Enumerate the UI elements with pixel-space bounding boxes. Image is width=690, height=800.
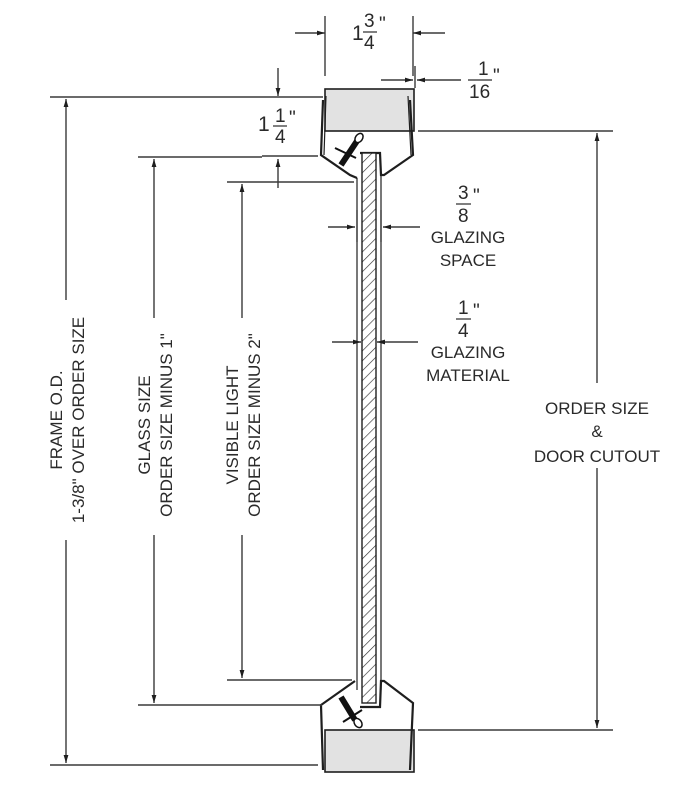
dim-glazing-material: 1 4 " GLAZING MATERIAL [332, 298, 510, 385]
top-width-num: 3 [364, 11, 375, 32]
order-size-line2: & [591, 422, 603, 441]
glazing-material [361, 152, 377, 704]
lip-num: 1 [478, 59, 489, 80]
top-frame [319, 88, 415, 180]
visible-light-line1: VISIBLE LIGHT [223, 365, 242, 484]
top-insert [324, 88, 415, 132]
glazing-material-den: 4 [458, 321, 469, 342]
top-width-den: 4 [364, 33, 375, 54]
dim-frame-od: FRAME O.D. 1-3/8" OVER ORDER SIZE [47, 96, 323, 766]
glazing-material-line1: GLAZING [431, 343, 506, 362]
svg-text:": " [473, 301, 480, 322]
dim-lip: 1 16 " [381, 59, 500, 103]
glass-size-line2: ORDER SIZE MINUS 1" [157, 333, 176, 517]
svg-text:": " [493, 66, 500, 87]
glazing-space-line2: SPACE [440, 251, 496, 270]
glazing-material-line2: MATERIAL [426, 366, 510, 385]
top-depth-num: 1 [275, 106, 286, 127]
visible-light-line2: ORDER SIZE MINUS 2" [245, 333, 264, 517]
frame-od-line1: FRAME O.D. [47, 370, 66, 469]
bottom-frame [319, 679, 415, 773]
bottom-screw-icon [338, 695, 363, 729]
top-screw-icon [334, 132, 364, 167]
svg-text:": " [473, 186, 480, 207]
glazing-space-line1: GLAZING [431, 228, 506, 247]
svg-text:": " [379, 14, 386, 35]
glazing-material-num: 1 [458, 298, 469, 319]
glazing-space-num: 3 [458, 183, 469, 204]
dim-order-size: ORDER SIZE & DOOR CUTOUT [418, 130, 660, 731]
glazing-space-den: 8 [458, 206, 469, 227]
dim-visible-light: VISIBLE LIGHT ORDER SIZE MINUS 2" [223, 181, 354, 681]
top-depth-whole: 1 [258, 113, 270, 136]
dim-top-width: 1 3 4 " [295, 11, 445, 76]
dim-glass-size: GLASS SIZE ORDER SIZE MINUS 1" [135, 156, 322, 706]
order-size-line1: ORDER SIZE [545, 399, 649, 418]
order-size-line3: DOOR CUTOUT [534, 447, 660, 466]
svg-text:": " [289, 108, 296, 129]
glass-size-line1: GLASS SIZE [135, 375, 154, 474]
lip-den: 16 [469, 82, 490, 103]
top-width-whole: 1 [352, 22, 364, 45]
top-depth-den: 4 [275, 127, 286, 148]
bottom-insert [324, 729, 415, 773]
dim-glazing-space: 3 8 " GLAZING SPACE [328, 183, 505, 270]
dim-top-depth: 1 1 4 " [258, 68, 318, 188]
frame-od-line2: 1-3/8" OVER ORDER SIZE [69, 317, 88, 523]
